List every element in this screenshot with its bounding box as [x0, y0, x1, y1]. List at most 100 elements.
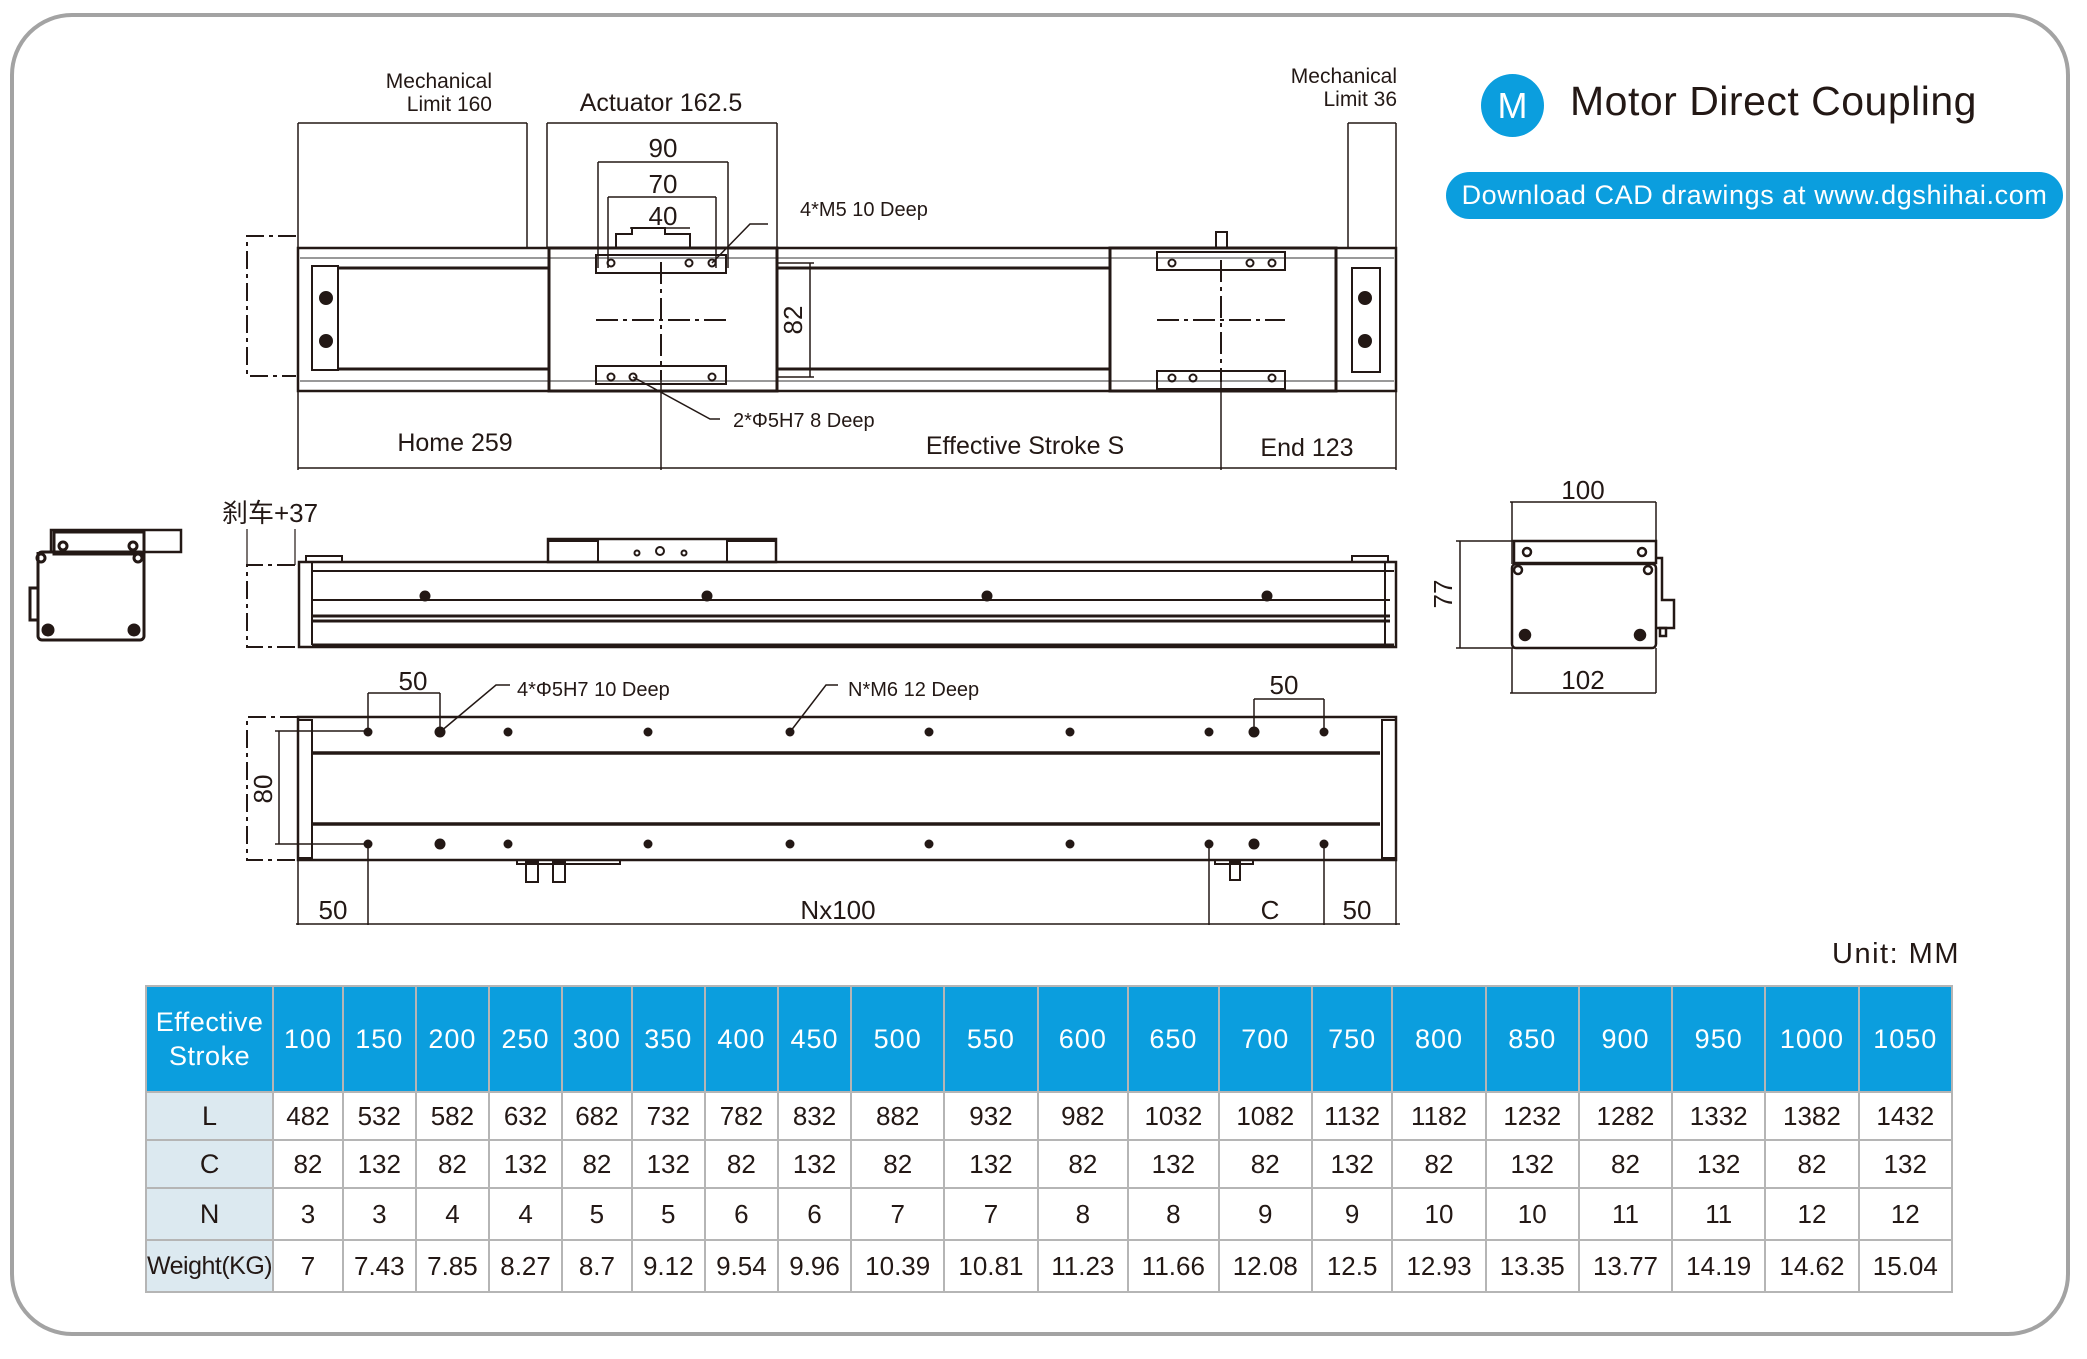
page-title: Motor Direct Coupling — [1570, 78, 1977, 124]
column-header-stroke: 100 — [272, 985, 344, 1093]
row-label: Weight(KG) — [144, 1239, 275, 1293]
column-header-stroke: 350 — [630, 985, 706, 1093]
column-header-stroke: 750 — [1310, 985, 1394, 1093]
row-header-title-line-1: Effective — [155, 1007, 264, 1037]
table-cell: 7.43 — [341, 1239, 417, 1293]
table-cell: 12.93 — [1391, 1239, 1487, 1293]
dim-90-label: 90 — [649, 133, 678, 163]
table-cell: 8.27 — [487, 1239, 564, 1293]
column-header-stroke: 950 — [1671, 985, 1767, 1093]
table-cell: 1232 — [1484, 1091, 1580, 1141]
table-cell: 11 — [1671, 1187, 1767, 1241]
column-header-stroke: 200 — [414, 985, 490, 1093]
dim-82-label: 82 — [778, 306, 808, 335]
table-cell: 82 — [703, 1139, 779, 1189]
table-cell: 9.54 — [703, 1239, 779, 1293]
effective-stroke-label: Effective Stroke S — [926, 432, 1124, 460]
mech-limit-left-label-1: Mechanical — [386, 70, 492, 93]
table-cell: 132 — [630, 1139, 706, 1189]
table-cell: 5 — [561, 1187, 633, 1241]
table-cell: 13.77 — [1577, 1239, 1674, 1293]
callout-phi5h7-8: 2*Φ5H7 8 Deep — [733, 410, 875, 432]
table-cell: 14.62 — [1764, 1239, 1860, 1293]
mech-limit-right-label-2: Limit 36 — [1323, 88, 1397, 111]
table-cell: 132 — [776, 1139, 853, 1189]
dim-c: C — [1261, 895, 1280, 925]
end-view-right — [1456, 501, 1676, 694]
dim-80-label: 80 — [248, 775, 278, 804]
column-header-stroke: 150 — [341, 985, 417, 1093]
column-header-stroke: 850 — [1484, 985, 1580, 1093]
home-dim-label: Home 259 — [397, 429, 512, 457]
table-cell: 682 — [561, 1091, 633, 1141]
dim-nx100: Nx100 — [800, 895, 875, 925]
table-cell: 582 — [414, 1091, 490, 1141]
column-header-stroke: 900 — [1577, 985, 1674, 1093]
table-cell: 82 — [1217, 1139, 1313, 1189]
column-header-stroke: 1050 — [1857, 985, 1954, 1093]
table-cell: 1182 — [1391, 1091, 1487, 1141]
table-cell: 3 — [272, 1187, 344, 1241]
side-view — [246, 529, 1398, 649]
column-header-stroke: 550 — [943, 985, 1039, 1093]
table-cell: 9.96 — [776, 1239, 853, 1293]
column-header-stroke: 800 — [1391, 985, 1487, 1093]
table-cell: 7 — [850, 1187, 946, 1241]
table-cell: 12.08 — [1217, 1239, 1313, 1293]
table-cell: 82 — [414, 1139, 490, 1189]
column-header-stroke: 250 — [487, 985, 564, 1093]
dim-50-top-left: 50 — [399, 666, 428, 696]
table-cell: 82 — [561, 1139, 633, 1189]
table-cell: 3 — [341, 1187, 417, 1241]
table-cell: 11.66 — [1127, 1239, 1220, 1293]
table-cell: 10 — [1391, 1187, 1487, 1241]
page-frame — [10, 13, 2070, 1336]
table-cell: 132 — [1671, 1139, 1767, 1189]
table-cell: 8 — [1127, 1187, 1220, 1241]
table-cell: 782 — [703, 1091, 779, 1141]
row-header-title-line-2: Stroke — [169, 1041, 251, 1071]
column-header-stroke: 500 — [850, 985, 946, 1093]
table-cell: 12 — [1857, 1187, 1954, 1241]
mounting-holes-top — [363, 726, 1329, 738]
table-cell: 11 — [1577, 1187, 1674, 1241]
table-cell: 132 — [943, 1139, 1039, 1189]
table-cell: 632 — [487, 1091, 564, 1141]
table-cell: 882 — [850, 1091, 946, 1141]
table-cell: 6 — [776, 1187, 853, 1241]
dim-100-label: 100 — [1561, 475, 1604, 505]
row-label: L — [144, 1091, 275, 1141]
table-cell: 1082 — [1217, 1091, 1313, 1141]
table-cell: 12.5 — [1310, 1239, 1394, 1293]
table-cell: 10.81 — [943, 1239, 1039, 1293]
table-cell: 9.12 — [630, 1239, 706, 1293]
dim-50-bottom-right: 50 — [1343, 895, 1372, 925]
table-cell: 82 — [850, 1139, 946, 1189]
unit-label: Unit: MM — [1832, 938, 1960, 970]
motor-outline-left — [246, 235, 296, 377]
motor-end-view-left — [28, 528, 183, 642]
table-cell: 4 — [414, 1187, 490, 1241]
row-label: C — [144, 1139, 275, 1189]
table-cell: 982 — [1036, 1091, 1130, 1141]
table-cell: 132 — [341, 1139, 417, 1189]
table-cell: 82 — [1036, 1139, 1130, 1189]
table-cell: 1432 — [1857, 1091, 1954, 1141]
table-cell: 15.04 — [1857, 1239, 1954, 1293]
table-cell: 82 — [1391, 1139, 1487, 1189]
dim-70-label: 70 — [649, 169, 678, 199]
table-cell: 82 — [272, 1139, 344, 1189]
table-cell: 8 — [1036, 1187, 1130, 1241]
dim-40-label: 40 — [649, 201, 678, 231]
table-cell: 9 — [1217, 1187, 1313, 1241]
dim-50-bottom-left: 50 — [319, 895, 348, 925]
column-header-stroke: 650 — [1127, 985, 1220, 1093]
download-cad-link[interactable]: Download CAD drawings at www.dgshihai.co… — [1446, 172, 2063, 219]
table-cell: 82 — [1764, 1139, 1860, 1189]
table-cell: 832 — [776, 1091, 853, 1141]
motor-badge-icon: M — [1481, 74, 1544, 137]
